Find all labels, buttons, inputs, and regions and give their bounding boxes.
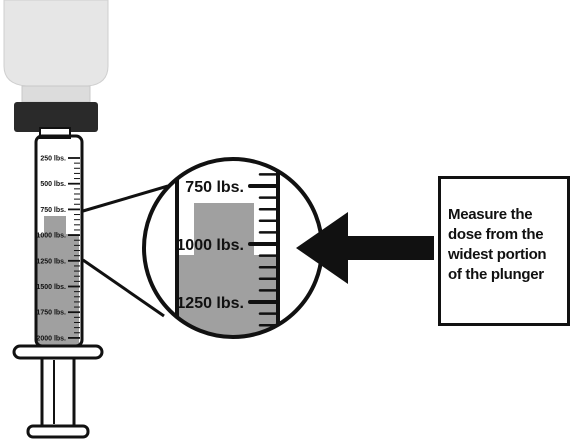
magnified-scale-label: 1000 lbs. — [176, 237, 244, 254]
instruction-line-2: dose from the — [448, 226, 544, 243]
plunger-thumb-rest — [26, 424, 90, 439]
instruction-line-1: Measure the — [448, 206, 533, 223]
instruction-line-3: widest portion — [448, 246, 547, 263]
barrel-scale-ticks — [68, 157, 80, 339]
magnified-plunger-widest — [194, 203, 254, 255]
plunger-fill — [37, 234, 79, 346]
syringe-adapter — [39, 127, 71, 139]
bottle-body — [3, 0, 109, 87]
bottle-cap — [14, 102, 98, 132]
barrel-scale-label: 1750 lbs. — [36, 310, 66, 317]
magnifier: 750 lbs. 1000 lbs. 1250 lbs. — [142, 157, 324, 339]
instruction-callout: Measure the dose from the widest portion… — [438, 176, 570, 326]
magnified-plunger-fill — [176, 255, 278, 337]
bottle-neck — [21, 85, 91, 103]
medicine-bottle — [3, 0, 109, 132]
plunger-rod — [40, 356, 76, 428]
zoom-connector-top — [82, 184, 169, 213]
pointer-arrow — [296, 212, 434, 284]
barrel-scale-label: 750 lbs. — [40, 207, 66, 214]
magnified-barrel: 750 lbs. 1000 lbs. 1250 lbs. — [175, 159, 280, 337]
instruction-line-4: of the plunger — [448, 266, 544, 283]
barrel-flange — [12, 344, 104, 360]
barrel-scale-label: 500 lbs. — [40, 181, 66, 188]
barrel-scale-label: 1500 lbs. — [36, 284, 66, 291]
magnified-scale-label: 750 lbs. — [185, 179, 244, 196]
plunger-widest-part — [44, 216, 66, 236]
magnified-scale-labels: 750 lbs. 1000 lbs. 1250 lbs. — [176, 179, 244, 312]
syringe: 250 lbs. 500 lbs. 750 lbs. 1000 lbs. 1250 lb… — [12, 127, 104, 439]
barrel-scale-label: 1000 lbs. — [36, 233, 66, 240]
barrel-scale-label: 250 lbs. — [40, 156, 66, 163]
instruction-text: Measure the dose from the widest portion… — [448, 205, 570, 285]
magnified-scale-label: 1250 lbs. — [176, 295, 244, 312]
barrel-scale-label: 2000 lbs. — [36, 335, 66, 342]
zoom-connector-bottom — [82, 258, 165, 318]
barrel-scale-labels: 250 lbs. 500 lbs. 750 lbs. 1000 lbs. 1250 lb… — [36, 156, 66, 343]
barrel-scale-label: 1250 lbs. — [36, 258, 66, 265]
